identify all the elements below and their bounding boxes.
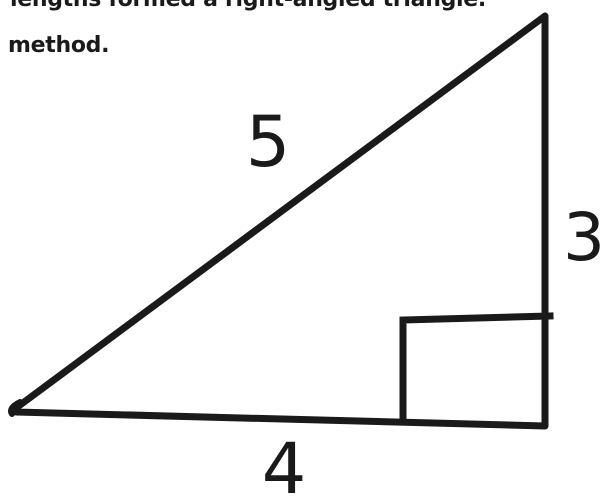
left-vertex-stroke bbox=[8, 399, 23, 417]
caption-text-line-2: method. bbox=[8, 33, 110, 58]
horizontal-leg-label: 4 bbox=[262, 428, 307, 498]
hypotenuse-label: 5 bbox=[246, 101, 291, 183]
triangle-outline bbox=[8, 12, 549, 430]
caption-text-line-1: lengths formed a right-angled triangle. bbox=[10, 0, 486, 12]
vertical-leg-label: 3 bbox=[563, 199, 601, 276]
right-angle-marker bbox=[399, 312, 554, 425]
